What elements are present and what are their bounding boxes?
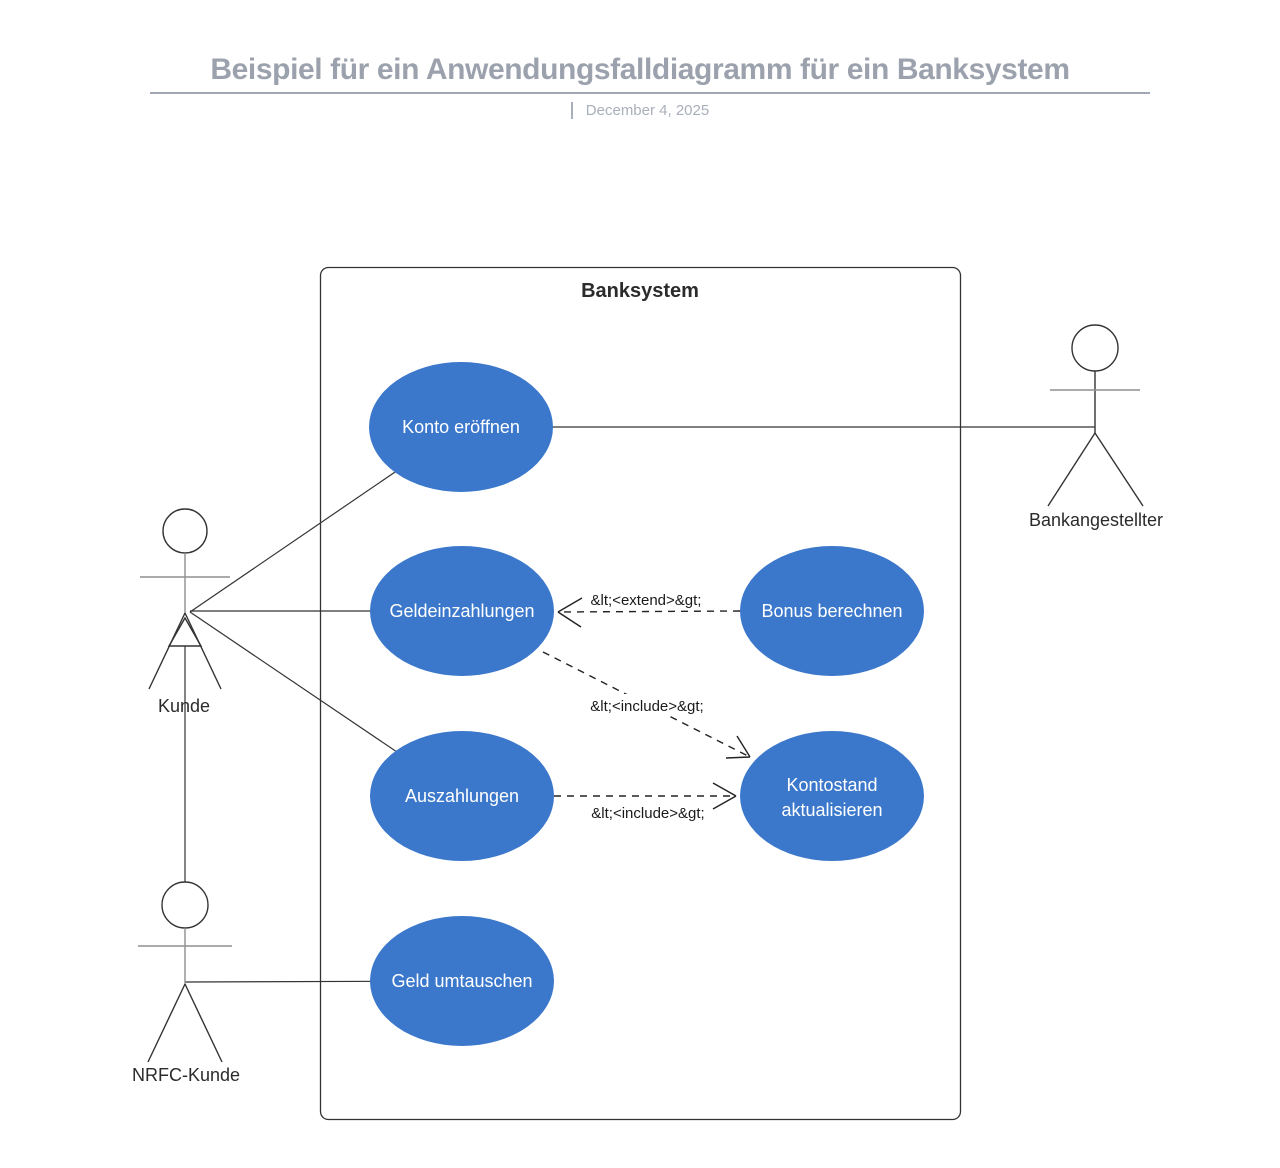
actor-bankangestellter-figure bbox=[1047, 324, 1144, 507]
include-1-arrowhead-icon bbox=[725, 756, 751, 759]
usecase-kontostand-aktualisieren-label-line1: Kontostand bbox=[786, 775, 877, 795]
usecase-bonus-berechnen-ellipse bbox=[740, 546, 924, 676]
generalization-triangle-icon bbox=[167, 616, 203, 647]
usecase-geldeinzahlungen-label: Geldeinzahlungen bbox=[389, 601, 534, 621]
usecase-geldeinzahlungen-ellipse bbox=[370, 546, 554, 676]
actor-kunde-head-icon bbox=[162, 508, 208, 554]
actor-bankangestellter-right-leg bbox=[1094, 432, 1144, 507]
usecase-bonus-berechnen-label: Bonus berechnen bbox=[761, 601, 902, 621]
include-2-arrowhead-icon bbox=[712, 782, 737, 797]
actor-nrfc-kunde-left-leg bbox=[147, 983, 186, 1063]
usecase-konto-eroeffnen-label: Konto eröffnen bbox=[402, 417, 520, 437]
actor-kunde-right-leg bbox=[184, 612, 222, 690]
page-title: Beispiel für ein Anwendungsfalldiagramm … bbox=[210, 53, 1070, 86]
date-text: December 4, 2025 bbox=[585, 102, 710, 119]
actor-nrfc-kunde-head-icon bbox=[161, 881, 209, 929]
extend-relation-label: &lt;<extend>&gt; bbox=[591, 592, 702, 609]
extend-dashed-line bbox=[558, 610, 741, 613]
include-1-relation-label: &lt;<include>&gt; bbox=[590, 698, 703, 715]
extend-arrowhead-icon bbox=[557, 597, 583, 613]
actor-bankangestellter-head-icon bbox=[1071, 324, 1119, 372]
usecase-geld-umtauschen-ellipse bbox=[370, 916, 554, 1046]
actor-kunde-label: Kunde bbox=[158, 696, 210, 716]
actor-nrfc-kunde-right-leg bbox=[184, 983, 223, 1063]
usecase-kontostand-aktualisieren-ellipse bbox=[740, 731, 924, 861]
usecase-konto-eroeffnen-ellipse bbox=[369, 362, 553, 492]
actor-nrfc-kunde-label: NRFC-Kunde bbox=[132, 1065, 240, 1085]
actor-bankangestellter-left-leg bbox=[1047, 432, 1096, 507]
title-divider bbox=[150, 92, 1150, 94]
actor-kunde-figure bbox=[140, 508, 230, 690]
include-1-label-background bbox=[577, 694, 718, 715]
system-boundary-title: Banksystem bbox=[581, 280, 699, 302]
include-1-arrowhead-icon bbox=[736, 735, 751, 758]
actor-bankangestellter-label: Bankangestellter bbox=[1029, 510, 1163, 530]
usecase-auszahlungen-ellipse bbox=[370, 731, 554, 861]
date-row: December 4, 2025 bbox=[0, 102, 1280, 119]
include-2-arrowhead-icon bbox=[712, 795, 737, 810]
actor-kunde-left-leg bbox=[148, 612, 186, 690]
include-2-relation-label: &lt;<include>&gt; bbox=[591, 805, 704, 822]
usecase-kontostand-aktualisieren-label-line2: aktualisieren bbox=[781, 800, 882, 820]
date-separator-bar bbox=[570, 102, 573, 119]
actor-nrfc-kunde-figure bbox=[138, 881, 232, 1063]
usecase-geld-umtauschen-label: Geld umtauschen bbox=[391, 971, 532, 991]
extend-arrowhead-icon bbox=[557, 611, 582, 628]
usecase-auszahlungen-label: Auszahlungen bbox=[405, 786, 519, 806]
